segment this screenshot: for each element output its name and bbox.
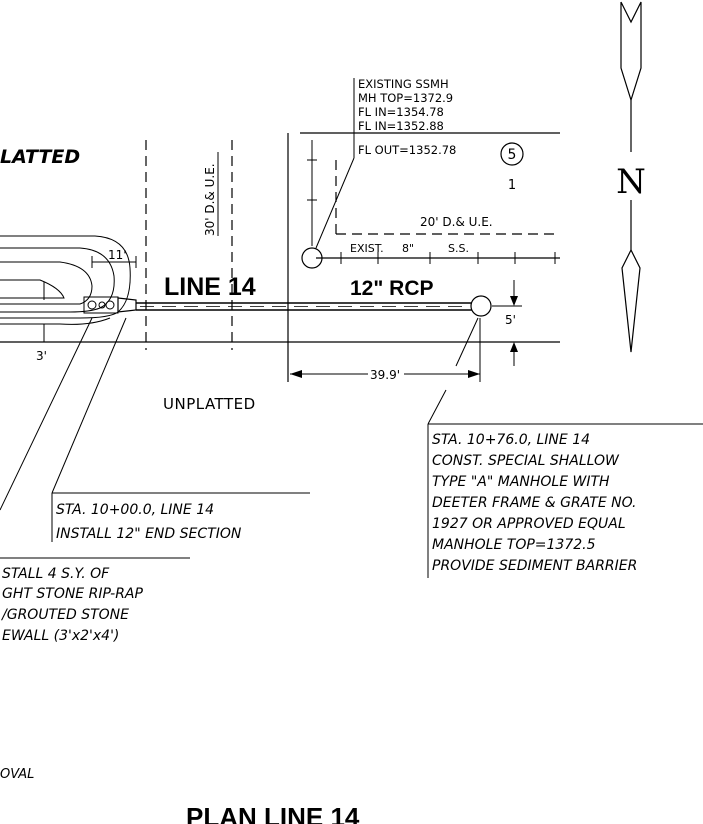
existing-sewer-label-c: S.S. xyxy=(448,242,469,255)
dim-5-label: 5' xyxy=(505,313,516,327)
easement-30-label: 30' D.& U.E. xyxy=(203,163,217,236)
manhole-line-4: DEETER FRAME & GRATE NO. xyxy=(432,495,637,511)
manhole-callout: STA. 10+76.0, LINE 14 CONST. SPECIAL SHA… xyxy=(427,317,703,578)
ssmh-line-2: MH TOP=1372.9 xyxy=(358,91,453,105)
oval-fragment: OVAL xyxy=(0,767,34,782)
unplatted-label: UNPLATTED xyxy=(163,395,256,413)
end-section-callout: STA. 10+00.0, LINE 14 INSTALL 12" END SE… xyxy=(51,317,310,542)
block-number-label: 1 xyxy=(508,178,516,193)
riprap-leader xyxy=(0,317,93,511)
dim-39-label: 39.9' xyxy=(370,368,400,382)
existing-sewer-label-b: 8" xyxy=(402,242,414,255)
riprap-line-1: STALL 4 S.Y. OF xyxy=(2,566,110,582)
dim-11-label: 11' xyxy=(108,248,127,262)
ssmh-callout: EXISTING SSMH MH TOP=1372.9 FL IN=1354.7… xyxy=(315,77,456,249)
north-arrow: N xyxy=(616,1,646,353)
dim-3-label: 3' xyxy=(36,349,47,363)
manhole-line-3: TYPE "A" MANHOLE WITH xyxy=(432,474,610,490)
riprap-callout: STALL 4 S.Y. OF GHT STONE RIP-RAP /GROUT… xyxy=(0,317,190,644)
line-name-label: LINE 14 xyxy=(164,273,256,301)
proposed-manhole-symbol xyxy=(470,295,492,317)
manhole-line-6: MANHOLE TOP=1372.5 xyxy=(432,537,596,553)
ssmh-line-1: EXISTING SSMH xyxy=(358,77,449,91)
manhole-leader-b xyxy=(455,317,479,367)
plan-title: PLAN LINE 14 xyxy=(186,802,360,824)
riprap-line-3: /GROUTED STONE xyxy=(0,607,129,623)
end-section-line-2: INSTALL 12" END SECTION xyxy=(56,526,242,542)
pipe-size-label: 12" RCP xyxy=(350,277,434,300)
lot-number-circle xyxy=(500,142,524,166)
ssmh-line-3: FL IN=1354.78 xyxy=(358,105,444,119)
end-section-line-1: STA. 10+00.0, LINE 14 xyxy=(56,502,214,518)
north-arrow-head xyxy=(621,248,641,353)
manhole-line-7: PROVIDE SEDIMENT BARRIER xyxy=(432,558,637,574)
manhole-line-2: CONST. SPECIAL SHALLOW xyxy=(432,453,620,469)
ssmh-line-5: FL OUT=1352.78 xyxy=(358,143,456,157)
riprap-line-4: EWALL (3'x2'x4') xyxy=(2,628,119,644)
end-section-leader xyxy=(51,317,127,494)
manhole-leader-a xyxy=(427,389,447,425)
existing-sewer-label-a: EXIST. xyxy=(350,242,384,255)
manhole-line-1: STA. 10+76.0, LINE 14 xyxy=(432,432,590,448)
ssmh-line-4: FL IN=1352.88 xyxy=(358,119,444,133)
easement-20-label: 20' D.& U.E. xyxy=(420,215,493,229)
north-label: N xyxy=(616,162,646,202)
lot-number-label: 5 xyxy=(508,147,517,163)
existing-ssmh-symbol xyxy=(301,247,323,269)
ssmh-leader xyxy=(315,157,355,249)
manhole-line-5: 1927 OR APPROVED EQUAL xyxy=(432,516,626,532)
north-arrow-tail xyxy=(620,1,642,103)
riprap-line-2: GHT STONE RIP-RAP xyxy=(2,586,143,602)
platted-label: LATTED xyxy=(0,146,80,168)
